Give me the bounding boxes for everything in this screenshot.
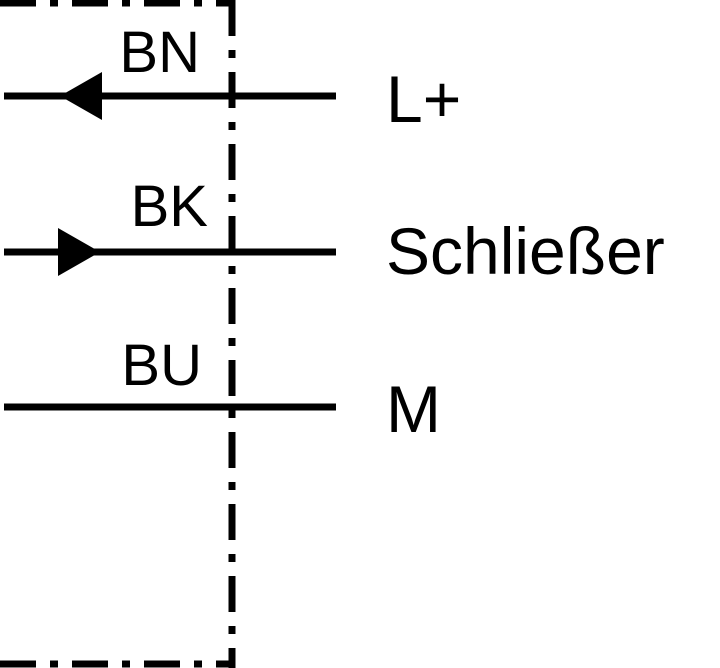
- wire-bu-terminal: M: [386, 372, 441, 446]
- wire-bu-code: BU: [121, 333, 202, 398]
- wire-bk-arrow-icon: [58, 228, 100, 276]
- wire-bn-arrow-icon: [60, 72, 102, 120]
- wire-bk-terminal: Schließer: [386, 214, 665, 288]
- wire-bn-code: BN: [119, 20, 200, 85]
- wire-bk-code: BK: [131, 174, 209, 239]
- wire-bn-terminal: L+: [386, 62, 461, 136]
